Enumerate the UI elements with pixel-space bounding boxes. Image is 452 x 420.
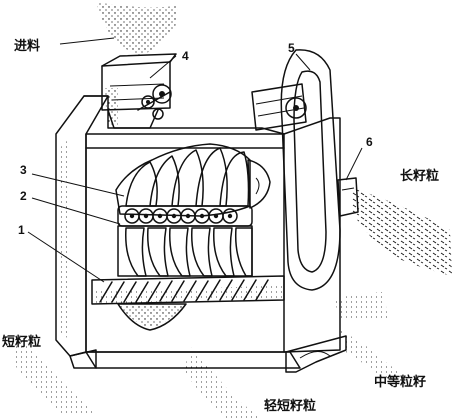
label-long-grain: 长籽粒 [400, 168, 439, 184]
feed-grain-stream [96, 2, 178, 56]
feed-gear-lower [152, 108, 164, 120]
main-front-face [85, 133, 285, 353]
top-rim [83, 95, 285, 135]
left-side-shade [58, 138, 70, 340]
light-short-grain-stream [184, 346, 262, 420]
feed-gear-small [141, 95, 155, 109]
disc-ridges-upper [125, 147, 250, 207]
label-short-grain: 短籽粒 [2, 334, 41, 350]
feed-gear-large [152, 84, 172, 104]
right-tail-stream [334, 292, 388, 320]
indent-discs-lower [117, 225, 253, 277]
label-light-short-grain: 轻短籽粒 [264, 398, 316, 414]
collection-auger [91, 275, 285, 331]
discharge-trough [117, 303, 187, 331]
drum-end-cap [247, 159, 271, 209]
callout-3: 3 [20, 163, 27, 177]
belt-guard-inner [293, 70, 327, 273]
callout-5: 5 [288, 41, 295, 55]
indent-discs-upper [115, 143, 271, 217]
callout-4: 4 [182, 49, 189, 63]
callout-2: 2 [20, 189, 27, 203]
right-foot [285, 335, 347, 373]
belt-guard [251, 49, 341, 291]
drum-top-outline [115, 143, 251, 217]
feed-drive-mechanism [137, 84, 172, 120]
grain-streams [12, 2, 452, 420]
callout-1: 1 [18, 223, 25, 237]
label-feed: 进料 [14, 38, 40, 54]
hopper-body [101, 61, 171, 111]
right-foot-cutout [299, 351, 331, 359]
short-grain-stream [12, 330, 95, 414]
belt-guard-outer [280, 49, 341, 291]
auger-shade [92, 286, 284, 304]
base-rail [85, 351, 301, 369]
left-foot [69, 349, 97, 369]
motor-housing [251, 83, 307, 131]
machine-frame [55, 95, 347, 373]
callout-6: 6 [366, 135, 373, 149]
long-grain-outlet [337, 177, 359, 217]
hopper-shade [104, 88, 118, 126]
shaft-rollers [124, 208, 238, 224]
medium-grain-stream [340, 330, 398, 380]
label-medium-grain: 中等粒籽 [374, 374, 426, 390]
callout-leaders [27, 37, 363, 283]
disc-shaft [117, 205, 253, 227]
long-grain-stream [352, 188, 452, 276]
right-side-panel [283, 117, 341, 353]
motor-pulley [285, 97, 307, 119]
